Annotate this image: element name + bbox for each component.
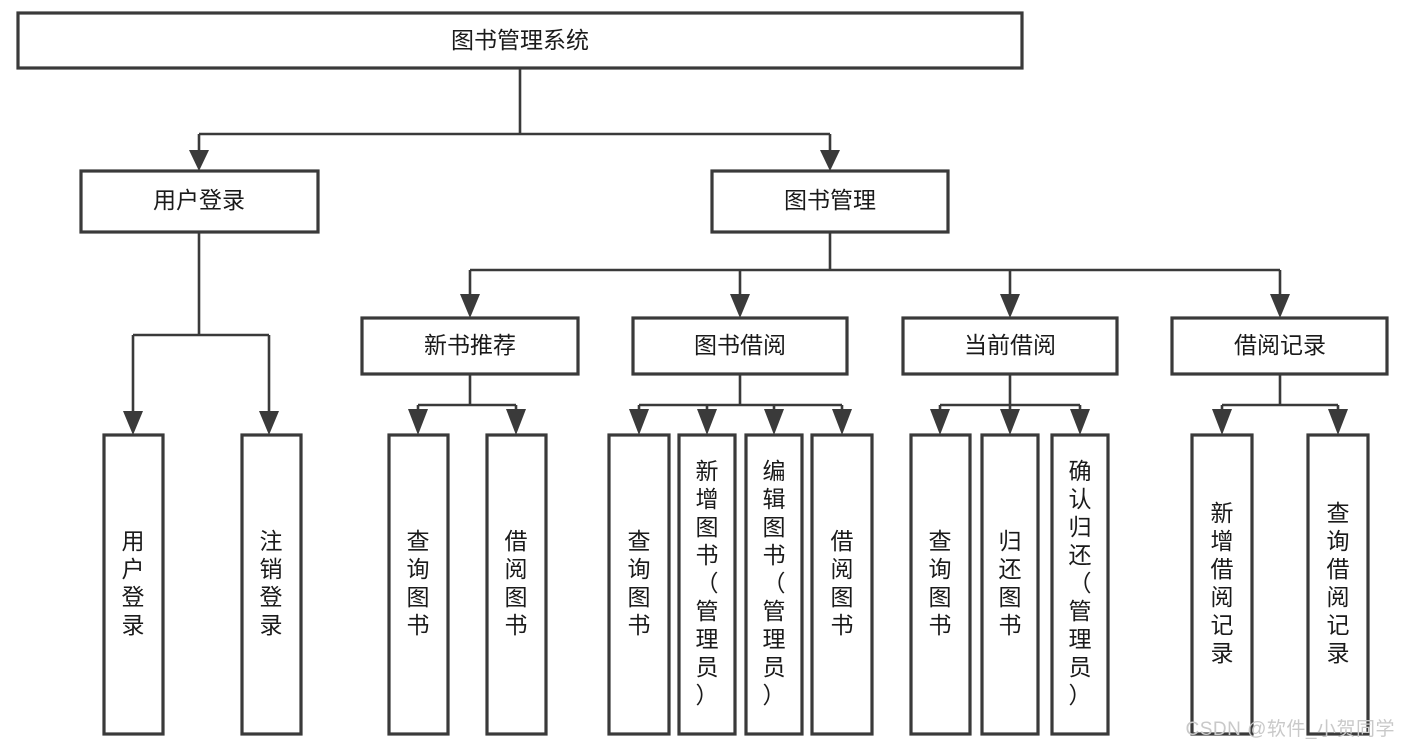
arrow-current-borrow-leaf-2 — [1070, 409, 1090, 435]
leaf-book-borrow-2-label: 编辑图书（管理员） — [763, 458, 786, 708]
leaf-book-borrow-0[interactable]: 查询图书 — [607, 433, 671, 736]
leaf-user-login-1[interactable]: 注销登录 — [240, 433, 303, 736]
leaf-user-login-0-label: 用户登录 — [122, 528, 145, 638]
node-root[interactable]: 图书管理系统 — [16, 11, 1024, 70]
arrow-user-login-leaf-1 — [259, 411, 279, 435]
node-user-login-box[interactable] — [79, 169, 320, 234]
leaf-book-borrow-3-label: 借阅图书 — [831, 528, 854, 638]
arrow-current-borrow-leaf-0 — [930, 409, 950, 435]
leaf-current-borrow-1[interactable]: 归还图书 — [980, 433, 1040, 736]
leaf-user-login-0[interactable]: 用户登录 — [102, 433, 165, 736]
leaf-current-borrow-0-label: 查询图书 — [929, 528, 952, 638]
arrow-book-borrow-leaf-0 — [629, 409, 649, 435]
arrow-book-borrow-leaf-3 — [832, 409, 852, 435]
node-borrow-record[interactable]: 借阅记录 — [1170, 316, 1389, 376]
node-current-borrow[interactable]: 当前借阅 — [901, 316, 1119, 376]
arrow-to-book-manage — [820, 150, 840, 171]
leaf-new-book-rec-1-box[interactable] — [485, 433, 548, 736]
leaf-borrow-record-1[interactable]: 查询借阅记录 — [1306, 433, 1370, 736]
leaf-new-book-rec-1-label: 借阅图书 — [505, 528, 528, 638]
leaf-user-login-1-label: 注销登录 — [260, 528, 283, 638]
leaf-book-borrow-1-box[interactable] — [677, 433, 737, 736]
leaf-new-book-rec-0[interactable]: 查询图书 — [387, 433, 450, 736]
arrow-book-borrow-leaf-1 — [697, 409, 717, 435]
leaf-book-borrow-2[interactable]: 编辑图书（管理员） — [744, 433, 804, 736]
leaf-book-borrow-3[interactable]: 借阅图书 — [810, 433, 874, 736]
leaf-book-borrow-2-box[interactable] — [744, 433, 804, 736]
node-borrow-record-box[interactable] — [1170, 316, 1389, 376]
node-root-label: 图书管理系统 — [451, 27, 589, 53]
leaf-current-borrow-1-box[interactable] — [980, 433, 1040, 736]
connector-layer — [123, 68, 1348, 435]
arrow-to-new-book-rec — [460, 294, 480, 318]
leaf-current-borrow-2-box[interactable] — [1050, 433, 1110, 736]
node-book-manage[interactable]: 图书管理 — [710, 169, 950, 234]
leaf-book-borrow-1[interactable]: 新增图书（管理员） — [677, 433, 737, 736]
leaf-new-book-rec-0-label: 查询图书 — [407, 528, 430, 638]
node-book-manage-box[interactable] — [710, 169, 950, 234]
arrow-to-book-borrow — [730, 294, 750, 318]
node-new-book-rec[interactable]: 新书推荐 — [360, 316, 580, 376]
leaf-book-borrow-1-label: 新增图书（管理员） — [696, 458, 719, 708]
arrow-current-borrow-leaf-1 — [1000, 409, 1020, 435]
node-current-borrow-label: 当前借阅 — [964, 332, 1056, 358]
arrow-new-book-rec-leaf-0 — [408, 409, 428, 435]
node-current-borrow-box[interactable] — [901, 316, 1119, 376]
arrow-borrow-record-leaf-1 — [1328, 409, 1348, 435]
leaf-book-borrow-3-box[interactable] — [810, 433, 874, 736]
arrow-to-user-login — [189, 150, 209, 171]
node-borrow-record-label: 借阅记录 — [1234, 332, 1326, 358]
node-book-borrow-label: 图书借阅 — [694, 332, 786, 358]
node-new-book-rec-box[interactable] — [360, 316, 580, 376]
leaf-user-login-1-box[interactable] — [240, 433, 303, 736]
leaf-current-borrow-2-label: 确认归还（管理员） — [1069, 458, 1092, 708]
leaf-new-book-rec-1[interactable]: 借阅图书 — [485, 433, 548, 736]
csdn-watermark: CSDN @软件_小贺同学 — [1185, 719, 1395, 740]
leaf-current-borrow-2[interactable]: 确认归还（管理员） — [1050, 433, 1110, 736]
node-book-borrow[interactable]: 图书借阅 — [631, 316, 849, 376]
leaf-user-login-0-box[interactable] — [102, 433, 165, 736]
node-new-book-rec-label: 新书推荐 — [424, 332, 516, 358]
leaf-borrow-record-0-box[interactable] — [1190, 433, 1254, 736]
arrow-new-book-rec-leaf-1 — [506, 409, 526, 435]
arrow-borrow-record-leaf-0 — [1212, 409, 1232, 435]
leaf-borrow-record-1-label: 查询借阅记录 — [1327, 500, 1350, 666]
leaf-current-borrow-0-box[interactable] — [909, 433, 972, 736]
leaf-current-borrow-0[interactable]: 查询图书 — [909, 433, 972, 736]
leaf-borrow-record-0-label: 新增借阅记录 — [1211, 500, 1234, 666]
arrow-book-borrow-leaf-2 — [764, 409, 784, 435]
leaf-borrow-record-0[interactable]: 新增借阅记录 — [1190, 433, 1254, 736]
arrow-to-borrow-record — [1270, 294, 1290, 318]
leaf-borrow-record-1-box[interactable] — [1306, 433, 1370, 736]
node-user-login[interactable]: 用户登录 — [79, 169, 320, 234]
node-book-borrow-box[interactable] — [631, 316, 849, 376]
arrow-user-login-leaf-0 — [123, 411, 143, 435]
node-user-login-label: 用户登录 — [153, 187, 245, 213]
leaf-book-borrow-0-label: 查询图书 — [628, 528, 651, 638]
leaf-new-book-rec-0-box[interactable] — [387, 433, 450, 736]
leaf-book-borrow-0-box[interactable] — [607, 433, 671, 736]
leaf-current-borrow-1-label: 归还图书 — [999, 528, 1022, 638]
arrow-to-current-borrow — [1000, 294, 1020, 318]
node-book-manage-label: 图书管理 — [784, 187, 876, 213]
node-root-box[interactable] — [16, 11, 1024, 70]
